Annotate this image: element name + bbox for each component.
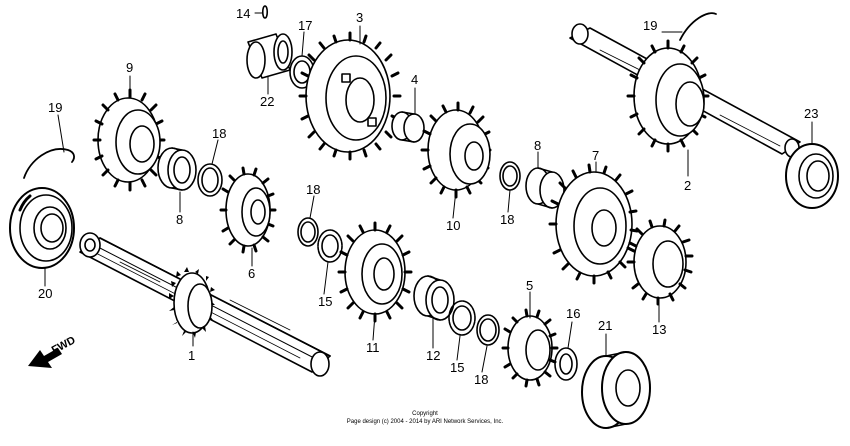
part-18-washer-d: [499, 161, 521, 191]
callout-2: 2: [684, 178, 691, 193]
part-6-gear: [219, 166, 277, 254]
part-callouts: 1 2 3 4 5 6 7 8 8 9 10 11 12 13 14 15 15…: [38, 6, 818, 387]
callout-19-right: 19: [643, 18, 657, 33]
callout-3: 3: [356, 10, 363, 25]
callout-14: 14: [236, 6, 250, 21]
callout-20: 20: [38, 286, 52, 301]
part-15-splined-washer-b: [448, 300, 476, 336]
part-19-circlip-right: [679, 12, 717, 41]
part-18-washer-a: [197, 163, 223, 197]
callout-12: 12: [426, 348, 440, 363]
callout-6: 6: [248, 266, 255, 281]
callout-15-a: 15: [318, 294, 332, 309]
part-19-circlip-left: [23, 148, 75, 179]
part-10-gear: [420, 101, 492, 199]
part-1-mainshaft: [79, 232, 331, 377]
part-22-needle-bearing: [246, 33, 293, 79]
part-1-integral-gear: [169, 267, 215, 338]
copyright-line-1: Copyright: [412, 411, 438, 417]
part-21-bearing: [581, 351, 651, 429]
part-14-pin: [261, 5, 269, 19]
callout-1: 1: [188, 348, 195, 363]
callout-17: 17: [298, 18, 312, 33]
part-7-gear: [548, 163, 639, 285]
callout-21: 21: [598, 318, 612, 333]
part-5-gear: [501, 308, 559, 388]
callout-8-left: 8: [176, 212, 183, 227]
forward-direction-indicator: FWD: [28, 334, 78, 368]
part-18-washer-b: [297, 217, 319, 247]
part-18-washer-c: [476, 314, 500, 346]
callout-23: 23: [804, 106, 818, 121]
part-8-bushing-left: [157, 147, 197, 191]
part-3-gear: [298, 31, 402, 161]
callout-4: 4: [411, 72, 418, 87]
callout-19-left: 19: [48, 100, 62, 115]
callout-18-c: 18: [500, 212, 514, 227]
part-2-countershaft: [569, 23, 801, 158]
part-12-bushing: [413, 275, 455, 321]
part-16-washer: [554, 347, 578, 381]
part-20-bearing: [9, 187, 75, 269]
callout-10: 10: [446, 218, 460, 233]
callout-11: 11: [366, 340, 380, 355]
callout-15-b: 15: [450, 360, 464, 375]
forward-label: FWD: [50, 334, 78, 356]
copyright-line-2: Page design (c) 2004 - 2014 by ARI Netwo…: [347, 419, 504, 425]
callout-22: 22: [260, 94, 274, 109]
callout-8-right: 8: [534, 138, 541, 153]
leader-lines: [44, 12, 813, 373]
part-13-gear: [626, 218, 694, 306]
part-11-gear: [337, 221, 413, 323]
callout-18-d: 18: [474, 372, 488, 387]
part-9-gear: [92, 88, 166, 192]
part-23-oil-seal: [785, 143, 839, 209]
callout-13: 13: [652, 322, 666, 337]
part-15-splined-washer-a: [317, 229, 343, 263]
callout-18-b: 18: [306, 182, 320, 197]
callout-18-a: 18: [212, 126, 226, 141]
copyright-footer: Copyright Page design (c) 2004 - 2014 by…: [347, 411, 504, 425]
callout-7: 7: [592, 148, 599, 163]
part-4-bushing: [391, 111, 425, 143]
callout-5: 5: [526, 278, 533, 293]
callout-9: 9: [126, 60, 133, 75]
callout-16: 16: [566, 306, 580, 321]
part-8-bushing-right: [525, 167, 565, 209]
